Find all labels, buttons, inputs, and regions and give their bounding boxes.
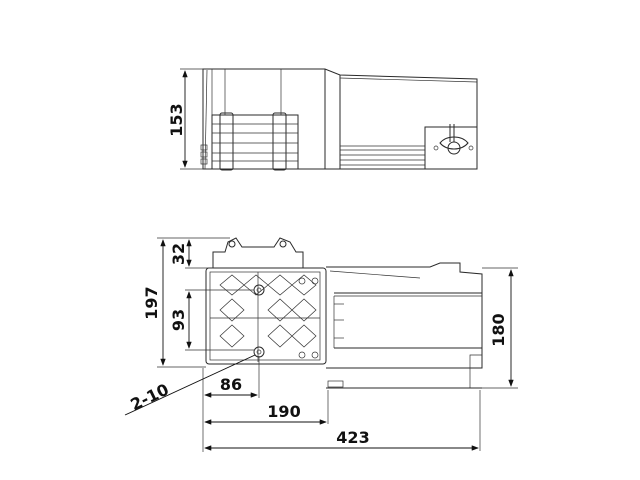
label-93: 93 <box>169 309 188 331</box>
dim-190: 190 <box>204 402 327 425</box>
label-423: 423 <box>336 428 369 447</box>
dim-93: 93 <box>169 289 254 351</box>
dim-153: 153 <box>167 68 205 170</box>
top-view: 197 32 93 180 2-10 <box>124 237 518 452</box>
dim-197: 197 <box>142 237 230 368</box>
label-2-10: 2-10 <box>127 380 171 415</box>
label-197: 197 <box>142 286 161 319</box>
side-view: 153 <box>167 68 478 171</box>
dim-32: 32 <box>169 239 213 269</box>
lattice-pattern <box>210 272 320 362</box>
label-153: 153 <box>167 103 186 136</box>
mount-hole-lower <box>253 346 265 358</box>
dim-86: 86 <box>204 375 258 398</box>
label-86: 86 <box>220 375 242 394</box>
dim-180: 180 <box>482 267 518 389</box>
dim-423: 423 <box>204 428 479 451</box>
label-32: 32 <box>169 243 188 265</box>
label-180: 180 <box>489 313 508 346</box>
label-190: 190 <box>267 402 300 421</box>
